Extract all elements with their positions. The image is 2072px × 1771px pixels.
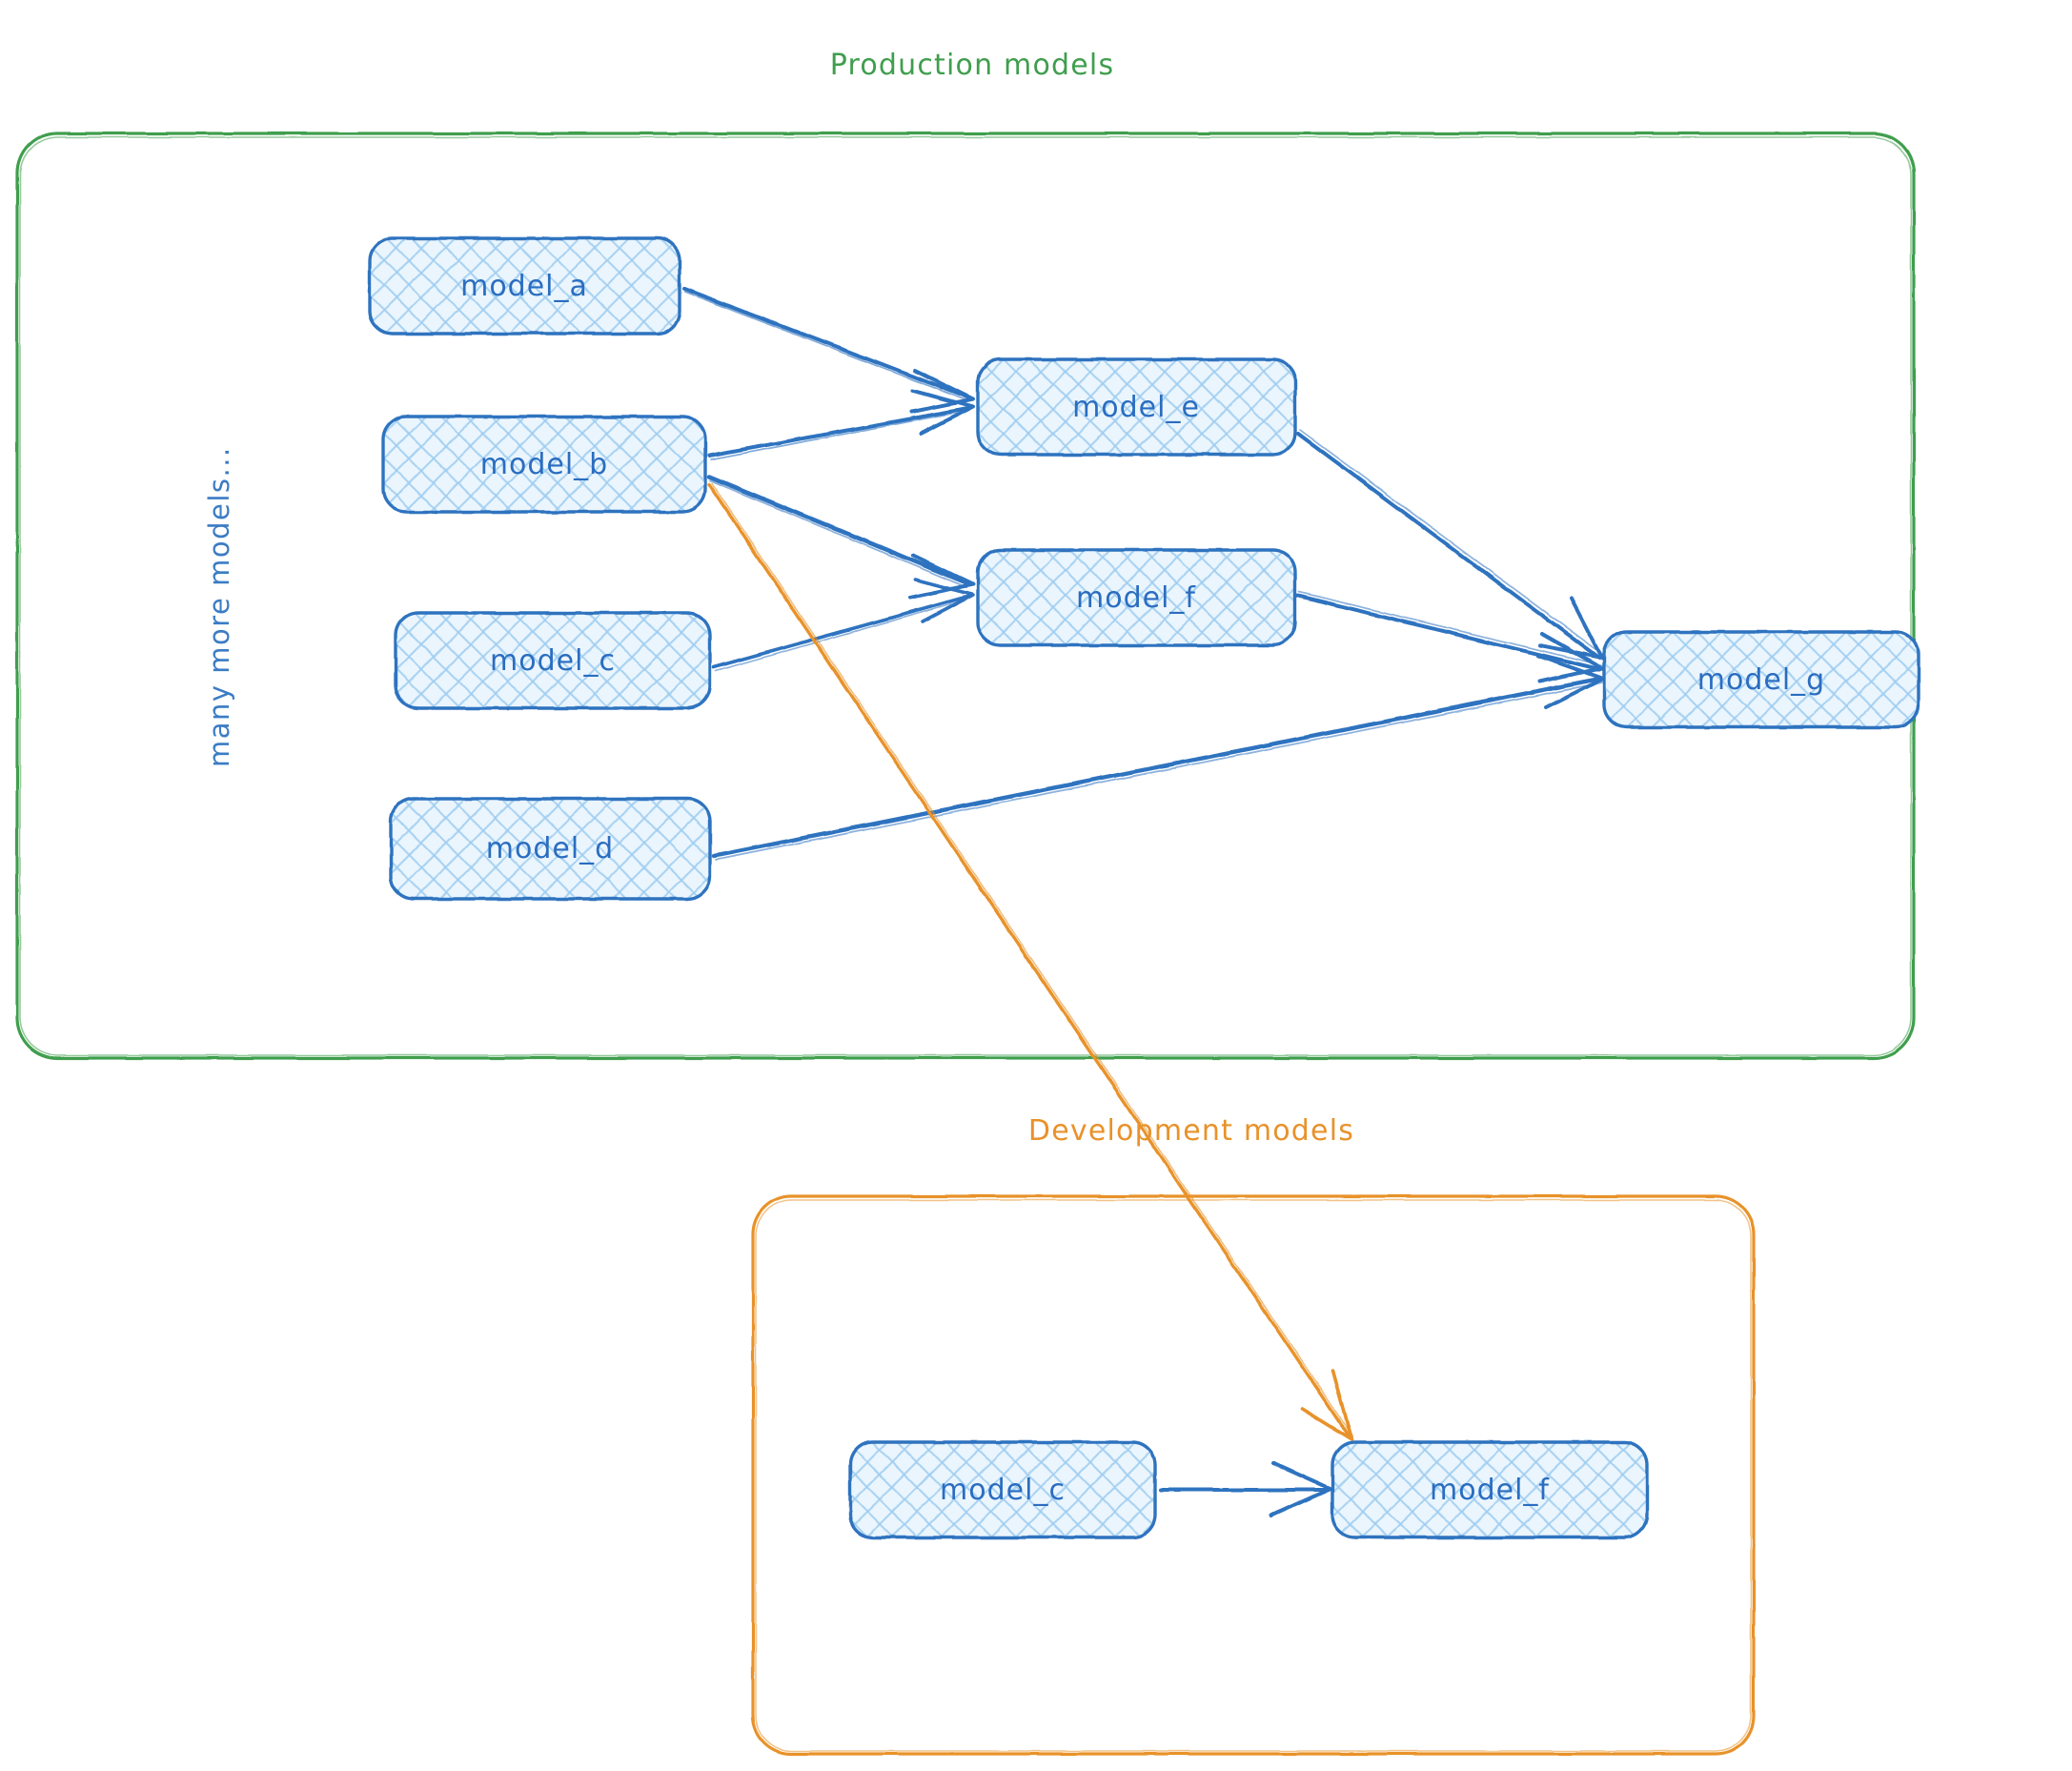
- nodes-layer: model_a model_b model_c model_d: [368, 236, 1920, 1539]
- node-label-prod-model-e: model_e: [1072, 391, 1200, 424]
- edges-layer: [682, 287, 1605, 1517]
- edge-model-a-to-model-e: [682, 287, 975, 414]
- group-production: Production models many more models...: [15, 49, 1916, 1060]
- node-label-dev-model-f: model_f: [1430, 1474, 1550, 1507]
- development-group-title: Development models: [1028, 1114, 1354, 1148]
- edge-model-f-to-model-g: [1296, 591, 1604, 683]
- node-label-prod-model-b: model_b: [480, 448, 608, 481]
- node-prod-model-b[interactable]: model_b: [381, 415, 707, 514]
- node-prod-model-e[interactable]: model_e: [976, 357, 1297, 457]
- production-group-title: Production models: [830, 49, 1115, 82]
- node-dev-model-c[interactable]: model_c: [848, 1440, 1157, 1539]
- node-prod-model-f[interactable]: model_f: [976, 548, 1297, 647]
- development-group-border-2: [755, 1199, 1752, 1752]
- node-prod-model-d[interactable]: model_d: [389, 797, 712, 901]
- edge-model-b-to-model-f: [706, 474, 975, 600]
- node-label-prod-model-c: model_c: [490, 644, 616, 678]
- edge-model-d-to-model-g: [711, 654, 1605, 861]
- development-group-border: [751, 1194, 1756, 1756]
- node-prod-model-c[interactable]: model_c: [394, 611, 712, 710]
- production-group-border-2: [19, 136, 1912, 1056]
- edge-model-c-to-model-f: [712, 578, 975, 672]
- node-label-prod-model-d: model_d: [486, 832, 614, 865]
- edge-model-b-to-model-e: [707, 389, 975, 460]
- edge-prod-model-b-to-dev-model-f: [707, 482, 1353, 1441]
- node-prod-model-a[interactable]: model_a: [368, 236, 681, 336]
- edge-model-e-to-model-g: [1296, 429, 1604, 660]
- node-dev-model-f[interactable]: model_f: [1331, 1440, 1649, 1539]
- edge-dev-model-c-to-dev-model-f: [1159, 1461, 1332, 1517]
- node-label-dev-model-c: model_c: [940, 1474, 1066, 1507]
- many-more-models-label: many more models...: [203, 446, 235, 767]
- node-label-prod-model-g: model_g: [1697, 663, 1825, 697]
- node-label-prod-model-f: model_f: [1076, 581, 1196, 615]
- node-label-prod-model-a: model_a: [460, 270, 588, 303]
- node-prod-model-g[interactable]: model_g: [1602, 630, 1920, 729]
- group-development: Development models: [751, 1114, 1756, 1756]
- production-group-border: [15, 132, 1916, 1060]
